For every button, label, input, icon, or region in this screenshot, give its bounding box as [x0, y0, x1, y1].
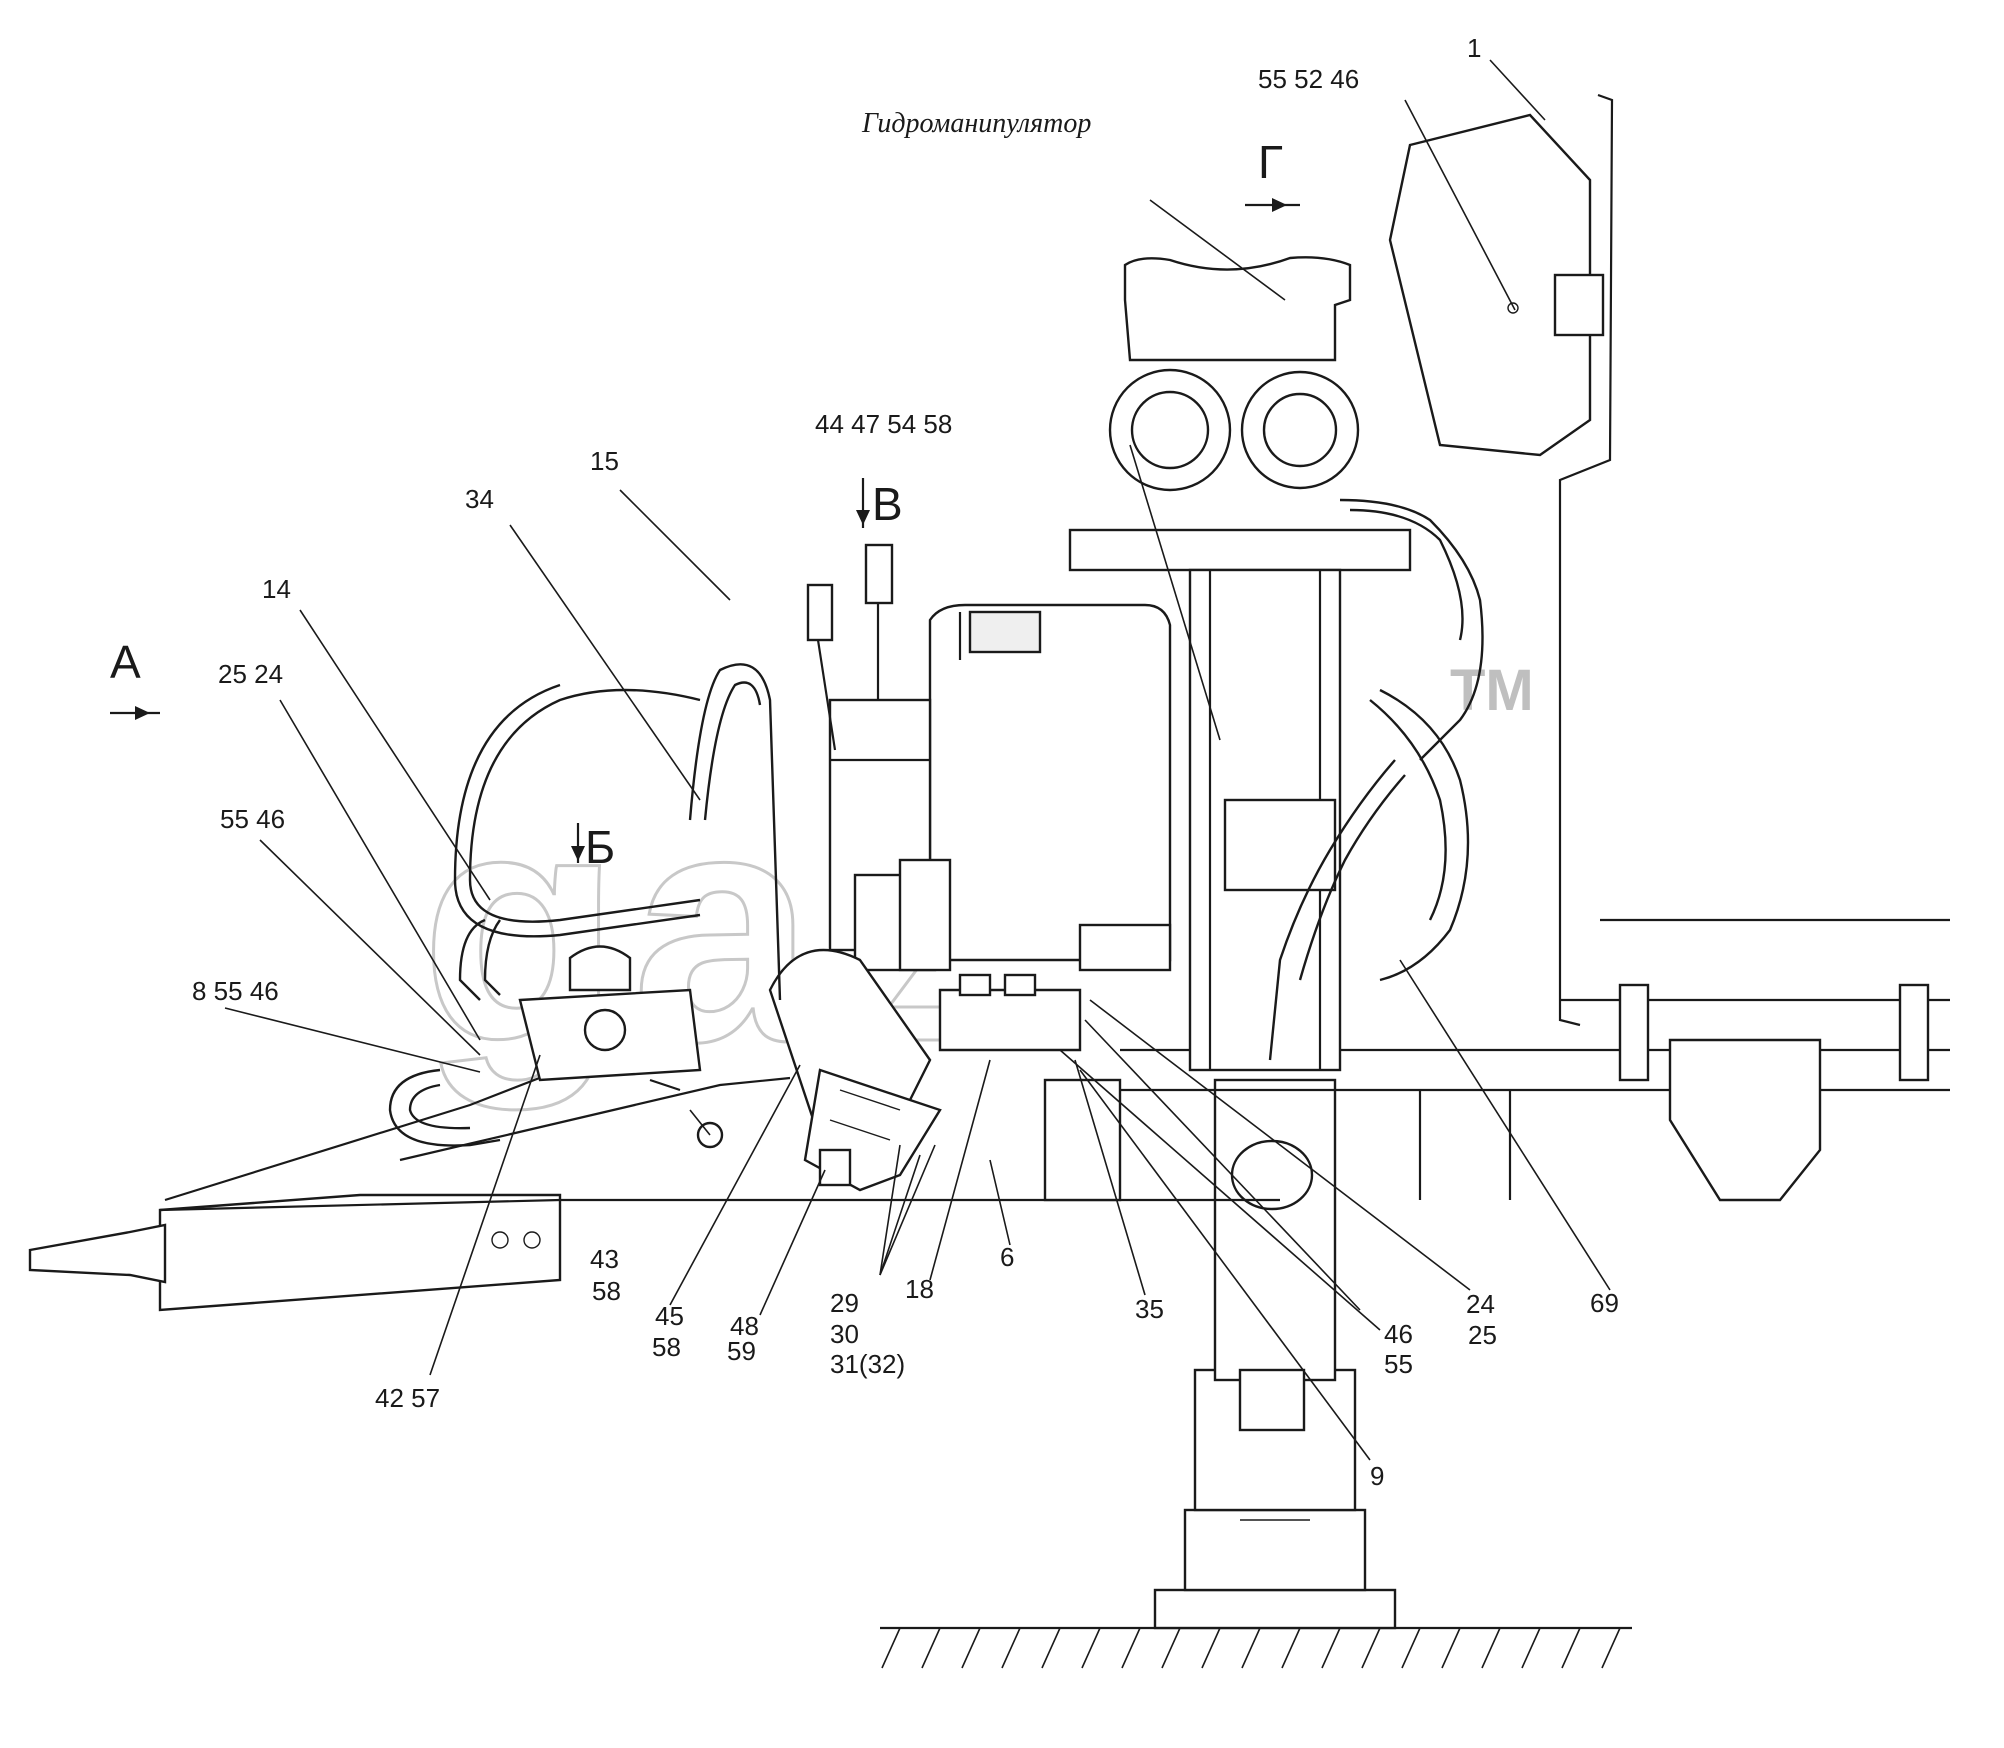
outrigger-leg — [1153, 1078, 1397, 1630]
callout-31-32: 31(32) — [830, 1349, 905, 1379]
callout-42-57: 42 57 — [375, 1383, 440, 1413]
callout-59: 59 — [727, 1336, 756, 1366]
callout-25: 25 — [1468, 1320, 1497, 1350]
view-label-g: Г — [1258, 136, 1283, 188]
view-label-b: Б — [585, 821, 615, 873]
callout-30: 30 — [830, 1319, 859, 1349]
callout-8-55-46: 8 55 46 — [192, 976, 279, 1006]
view-label-v: В — [872, 478, 903, 530]
manipulator-column — [1068, 256, 1412, 1072]
labels: Гидроманипулятор А Б В Г 1 55 52 46 44 4… — [110, 33, 1619, 1491]
leader-lines — [224, 59, 1611, 1461]
callout-58-a: 58 — [592, 1276, 621, 1306]
callout-45: 45 — [655, 1301, 684, 1331]
callout-55-46: 55 46 — [220, 804, 285, 834]
pump-unit — [768, 948, 942, 1192]
callout-15: 15 — [590, 446, 619, 476]
callout-29: 29 — [830, 1288, 859, 1318]
callout-55-52-46: 55 52 46 — [1258, 64, 1359, 94]
title-label: Гидроманипулятор — [861, 108, 1091, 139]
callout-44-47-54-58: 44 47 54 58 — [815, 409, 952, 439]
callout-69: 69 — [1590, 1288, 1619, 1318]
callout-18: 18 — [905, 1274, 934, 1304]
cabin-guard — [1388, 93, 1614, 1027]
callout-43: 43 — [590, 1244, 619, 1274]
view-label-a: А — [110, 636, 141, 688]
callout-6: 6 — [1000, 1242, 1014, 1272]
tank-assembly — [806, 543, 1172, 1052]
callout-25-24: 25 24 — [218, 659, 283, 689]
callout-48: 48 — [730, 1311, 759, 1341]
hoses — [1268, 498, 1484, 1061]
callout-46: 46 — [1384, 1319, 1413, 1349]
pipe-coils — [388, 663, 782, 1147]
view-markers — [110, 198, 1300, 863]
callout-35: 35 — [1135, 1294, 1164, 1324]
callout-1: 1 — [1467, 33, 1481, 63]
callout-55: 55 — [1384, 1349, 1413, 1379]
callout-24: 24 — [1466, 1289, 1495, 1319]
callout-34: 34 — [465, 484, 494, 514]
watermark-tm: TM — [1450, 658, 1534, 723]
valve-block — [518, 945, 724, 1149]
callout-9: 9 — [1370, 1461, 1384, 1491]
callout-58-b: 58 — [652, 1332, 681, 1362]
ground — [880, 1626, 1632, 1669]
callout-14: 14 — [262, 574, 291, 604]
